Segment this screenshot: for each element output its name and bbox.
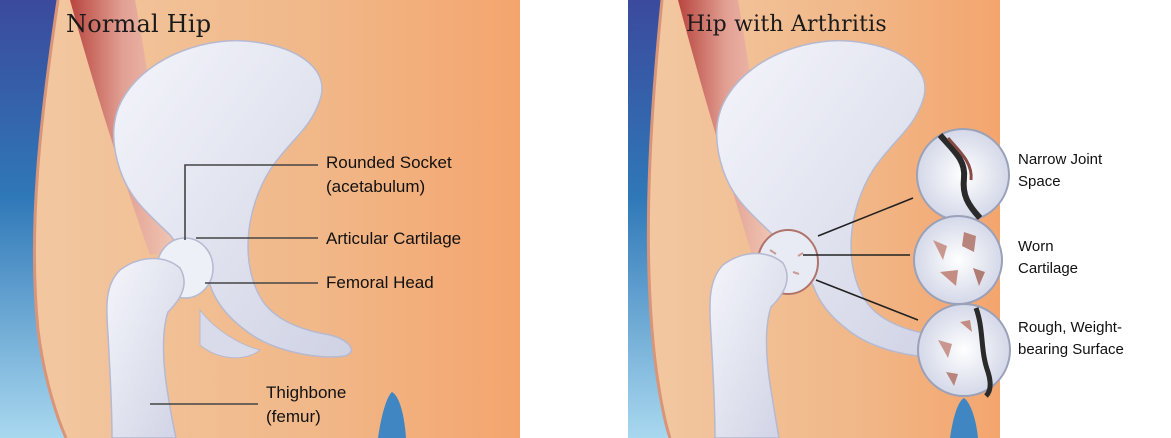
title-normal-hip: Normal Hip [66,10,211,38]
label-rounded-socket: Rounded Socket [326,152,452,174]
label-acetabulum: (acetabulum) [326,176,425,198]
inset-worn-cartilage [914,216,1002,304]
normal-hip-panel: Normal Hip Rounded Socket (acetabulum) A… [0,0,520,438]
label-bearing-surface: bearing Surface [1018,340,1124,360]
label-narrow-joint: Narrow Joint [1018,150,1102,170]
arthritis-hip-panel: Hip with Arthritis Narrow Joint Space Wo… [628,0,1171,438]
label-thighbone: Thighbone [266,382,346,404]
label-worn: Worn [1018,237,1054,257]
label-cartilage: Cartilage [1018,259,1078,279]
label-rough-weight: Rough, Weight- [1018,318,1122,338]
inset-rough-surface [918,304,1010,396]
label-space: Space [1018,172,1061,192]
label-articular-cartilage: Articular Cartilage [326,228,461,250]
label-femur: (femur) [266,406,321,428]
arthritis-hip-illustration [628,0,1171,438]
inset-narrow-joint-space [917,129,1009,221]
normal-hip-illustration [0,0,520,438]
title-hip-with-arthritis: Hip with Arthritis [686,12,887,37]
label-femoral-head: Femoral Head [326,272,434,294]
